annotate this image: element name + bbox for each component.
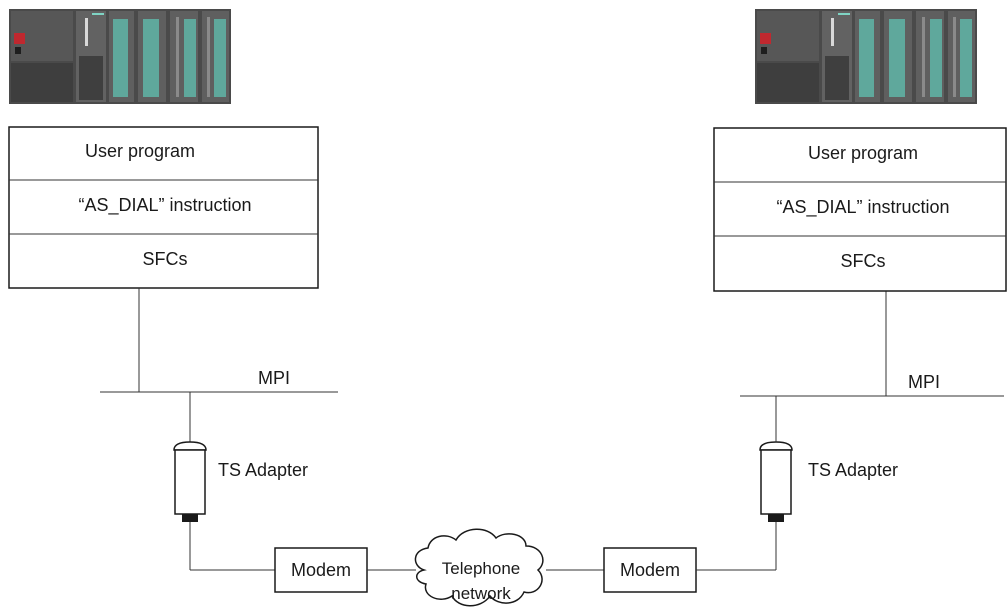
left-ts-adapter-label: TS Adapter: [218, 460, 308, 480]
right-ts-adapter-label: TS Adapter: [808, 460, 898, 480]
left-software-stack: User program “AS_DIAL” instruction SFCs: [8, 126, 319, 289]
left-mpi-label: MPI: [258, 368, 290, 388]
network-label-line2: network: [451, 584, 511, 603]
right-plc-rack-icon: [755, 9, 977, 104]
left-sfcs-label: SFCs: [143, 249, 188, 269]
left-plc-rack-icon: [9, 9, 231, 104]
right-as-dial-label: “AS_DIAL” instruction: [776, 197, 949, 218]
telephone-network-cloud: Telephone network: [414, 528, 544, 607]
right-station: Modem TS Adapter MPI User program “AS_DI…: [546, 9, 1007, 593]
right-user-program-label: User program: [808, 143, 918, 163]
right-sfcs-label: SFCs: [841, 251, 886, 271]
right-modem-label: Modem: [620, 560, 680, 580]
right-software-stack: User program “AS_DIAL” instruction SFCs: [713, 127, 1007, 292]
right-ts-adapter-icon: [759, 441, 793, 522]
network-label-line1: Telephone: [442, 559, 520, 578]
left-modem-box: [274, 547, 368, 593]
right-mpi-label: MPI: [908, 372, 940, 392]
cloud-icon: [414, 528, 544, 607]
left-as-dial-label: “AS_DIAL” instruction: [78, 195, 251, 216]
left-user-program-label: User program: [85, 141, 195, 161]
left-modem-label: Modem: [291, 560, 351, 580]
left-station: User program “AS_DIAL” instruction SFCs …: [8, 9, 416, 593]
left-ts-adapter-icon: [173, 441, 207, 522]
